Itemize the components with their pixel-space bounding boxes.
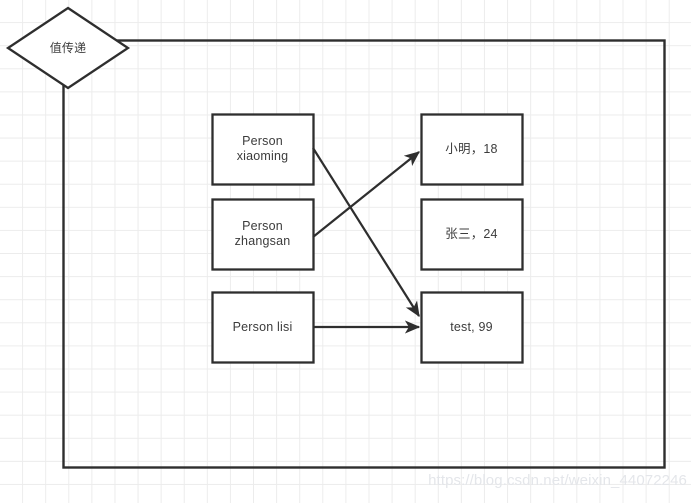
edge-zhangsan-to-xiaomingvalue bbox=[312, 151, 420, 238]
outer-frame bbox=[62, 39, 666, 469]
node-xiaoming-value bbox=[420, 113, 524, 186]
edge-xiaoming-to-test bbox=[312, 147, 420, 318]
node-zhangsan-value bbox=[420, 198, 524, 271]
value-passing-diamond bbox=[5, 6, 131, 90]
node-person-lisi bbox=[211, 291, 315, 364]
node-test-value bbox=[420, 291, 524, 364]
node-person-zhangsan bbox=[211, 198, 315, 271]
node-person-xiaoming bbox=[211, 113, 315, 186]
